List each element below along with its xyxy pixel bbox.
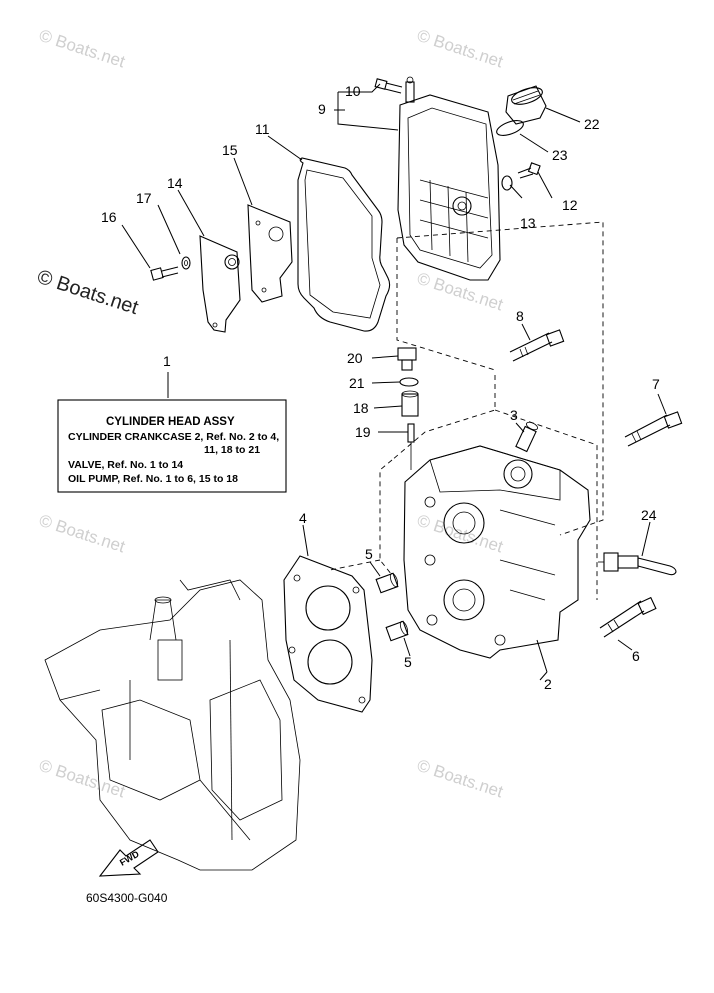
callout-3: 3 [510, 407, 518, 423]
callout-10: 10 [345, 83, 361, 99]
callout-5: 5 [365, 546, 373, 562]
callout-16: 16 [101, 209, 117, 225]
callout-17: 17 [136, 190, 152, 206]
head-gasket-4 [283, 555, 373, 713]
callout-21: 21 [349, 375, 365, 391]
bolt-7 [624, 411, 683, 447]
gasket-15 [247, 204, 293, 303]
callout-22: 22 [584, 116, 600, 132]
pin-19 [407, 423, 415, 470]
watermark: © Boats.net [415, 269, 506, 315]
watermark: © Boats.net [37, 756, 128, 802]
watermark: © Boats.net [37, 511, 128, 557]
reference-line-1: CYLINDER CRANKCASE 2, Ref. No. 2 to 4, [68, 431, 279, 443]
reference-line-4: OIL PUMP, Ref. No. 1 to 6, 15 to 18 [68, 473, 238, 485]
callout-2: 2 [544, 676, 552, 692]
callout-11: 11 [255, 121, 270, 137]
cover-gasket-11 [297, 157, 391, 332]
bolt-16 [150, 266, 179, 281]
cylinder-head-2 [403, 445, 591, 659]
washer-17 [181, 256, 191, 270]
o-ring-23 [496, 120, 524, 136]
callout-13: 13 [520, 215, 536, 231]
callout-15: 15 [222, 142, 238, 158]
crankcase-block [44, 579, 301, 871]
watermark: © Boats.net [415, 756, 506, 802]
dowel-3 [515, 421, 538, 453]
assembly-dashed-lines [329, 221, 604, 600]
callout-20: 20 [347, 350, 363, 366]
reference-line-3: VALVE, Ref. No. 1 to 14 [68, 459, 183, 471]
watermark: © Boats.net [415, 26, 506, 72]
callout-6: 6 [632, 648, 640, 664]
long-bolt-8 [509, 329, 565, 362]
reference-box: CYLINDER HEAD ASSY CYLINDER CRANKCASE 2,… [57, 399, 287, 493]
callout-14: 14 [167, 175, 183, 191]
washer-13 [501, 175, 513, 191]
plug-20 [397, 347, 417, 371]
sleeve-18 [401, 390, 419, 417]
callout-5b: 5 [404, 654, 412, 670]
callout-7: 7 [652, 376, 660, 392]
watermark: © Boats.net [37, 26, 128, 72]
callout-19: 19 [355, 424, 371, 440]
valve-cover-9 [397, 76, 501, 281]
callout-numbers: 1 2 3 4 5 5 6 7 8 9 10 11 12 13 14 15 16… [101, 83, 660, 692]
callout-24: 24 [641, 507, 657, 523]
callout-8: 8 [516, 308, 524, 324]
callout-12: 12 [562, 197, 578, 213]
spark-plug-24 [598, 552, 677, 576]
diagram-code: 60S4300-G040 [86, 891, 168, 905]
callout-23: 23 [552, 147, 568, 163]
fwd-arrow: FWD [98, 839, 159, 877]
bolt-10 [374, 78, 403, 94]
dowel-pin-5 [385, 620, 409, 642]
dowel-pin-5 [375, 572, 399, 594]
reference-title: CYLINDER HEAD ASSY [106, 416, 235, 428]
filler-cap-22 [505, 85, 547, 125]
bolt-6 [599, 596, 657, 638]
bolt-12 [517, 162, 541, 179]
reference-line-2: 11, 18 to 21 [204, 444, 260, 456]
o-ring-21 [399, 377, 419, 387]
leader-lines [121, 83, 667, 681]
callout-1: 1 [163, 353, 171, 369]
callout-4: 4 [299, 510, 307, 526]
callout-9: 9 [318, 101, 326, 117]
callout-18: 18 [353, 400, 369, 416]
cover-plate-14 [199, 235, 241, 333]
watermark-dark: © Boats.net [34, 266, 141, 319]
